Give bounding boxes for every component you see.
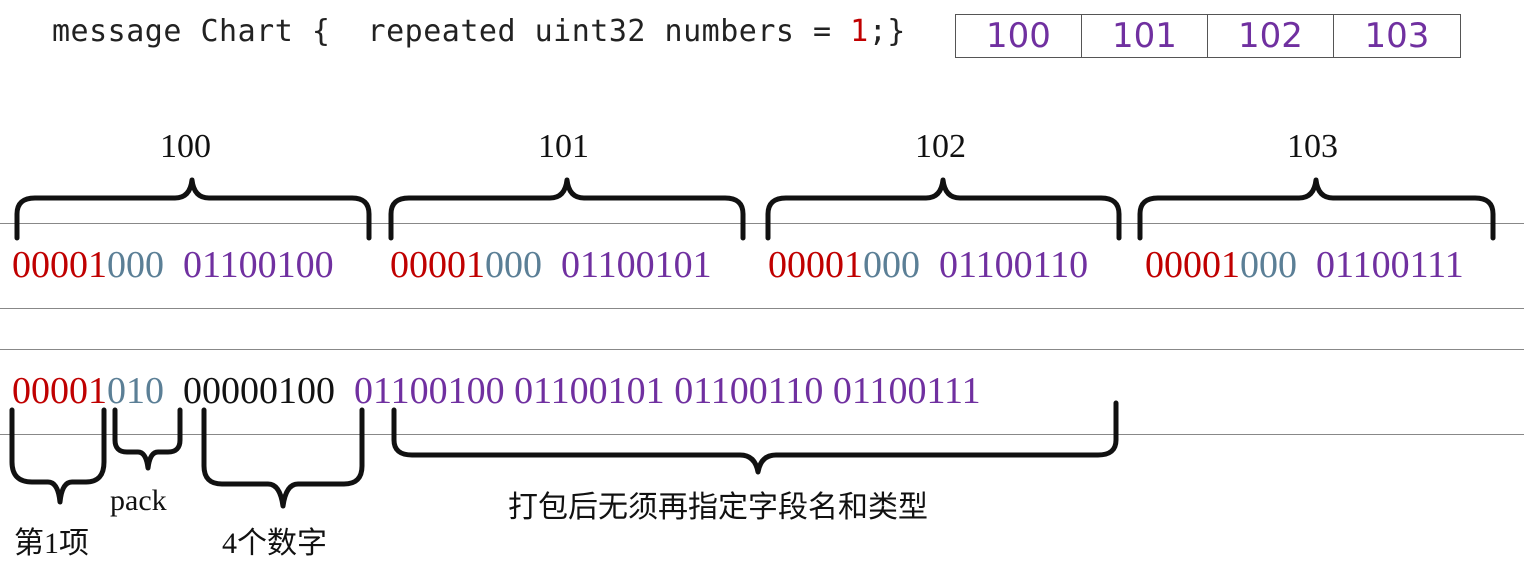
tag-field-bits: 00001: [390, 244, 485, 286]
value-bits: 01100110: [939, 244, 1089, 286]
annotation-pack: pack: [110, 484, 167, 517]
divider: [0, 308, 1524, 309]
packed-value-bits: 01100100: [354, 370, 505, 412]
packed-value-bits: 01100101: [514, 370, 665, 412]
unpacked-entry-102: 00001000 01100110: [768, 243, 1088, 287]
divider: [0, 223, 1524, 224]
value-cell: 101: [1082, 15, 1208, 57]
brace-top-103: [1137, 177, 1496, 241]
packed-length-bits: 00000100: [183, 370, 335, 412]
unpacked-entry-100: 00001000 01100100: [12, 243, 334, 287]
annotation-count: 4个数字: [222, 527, 327, 560]
annotation-field-item: 第1项: [14, 527, 89, 560]
tag-field-bits: 00001: [1145, 244, 1240, 286]
group-label-100: 100: [160, 128, 211, 165]
brace-top-102: [765, 177, 1122, 241]
value-bits: 01100101: [561, 244, 712, 286]
brace-top-101: [388, 177, 746, 241]
packed-encoding: 00001010 00000100 01100100 01100101 0110…: [12, 369, 981, 413]
brace-bottom-pack: [112, 407, 183, 471]
group-label-101: 101: [538, 128, 589, 165]
unpacked-entry-103: 00001000 01100111: [1145, 243, 1464, 287]
code-suffix: ;}: [868, 14, 906, 49]
brace-bottom-field: [9, 407, 107, 505]
group-label-103: 103: [1287, 128, 1338, 165]
tag-type-bits: 000: [485, 244, 542, 286]
tag-type-bits: 000: [1240, 244, 1297, 286]
divider: [0, 349, 1524, 350]
proto-definition: message Chart { repeated uint32 numbers …: [52, 14, 906, 49]
code-field-number: 1: [850, 14, 869, 49]
code-prefix: message Chart { repeated uint32 numbers …: [52, 14, 851, 49]
annotation-note: 打包后无须再指定字段名和类型: [508, 491, 928, 524]
brace-bottom-values: [391, 400, 1119, 475]
value-cell: 102: [1208, 15, 1334, 57]
value-bits: 01100111: [1316, 244, 1464, 286]
packed-tag-field-bits: 00001: [12, 370, 107, 412]
divider: [0, 434, 1524, 435]
tag-field-bits: 00001: [768, 244, 863, 286]
value-cell: 103: [1364, 16, 1430, 56]
tag-field-bits: 00001: [12, 244, 107, 286]
group-label-102: 102: [915, 128, 966, 165]
packed-value-bits: 01100111: [832, 370, 981, 412]
unpacked-entry-101: 00001000 01100101: [390, 243, 712, 287]
packed-value-bits: 01100110: [674, 370, 824, 412]
tag-type-bits: 000: [107, 244, 164, 286]
packed-tag-type-bits: 010: [107, 370, 164, 412]
value-bits: 01100100: [183, 244, 334, 286]
value-array: 100 101 102 103: [955, 14, 1461, 58]
tag-type-bits: 000: [863, 244, 920, 286]
brace-bottom-count: [201, 407, 365, 509]
value-cell: 100: [956, 15, 1082, 57]
brace-top-100: [14, 177, 372, 241]
